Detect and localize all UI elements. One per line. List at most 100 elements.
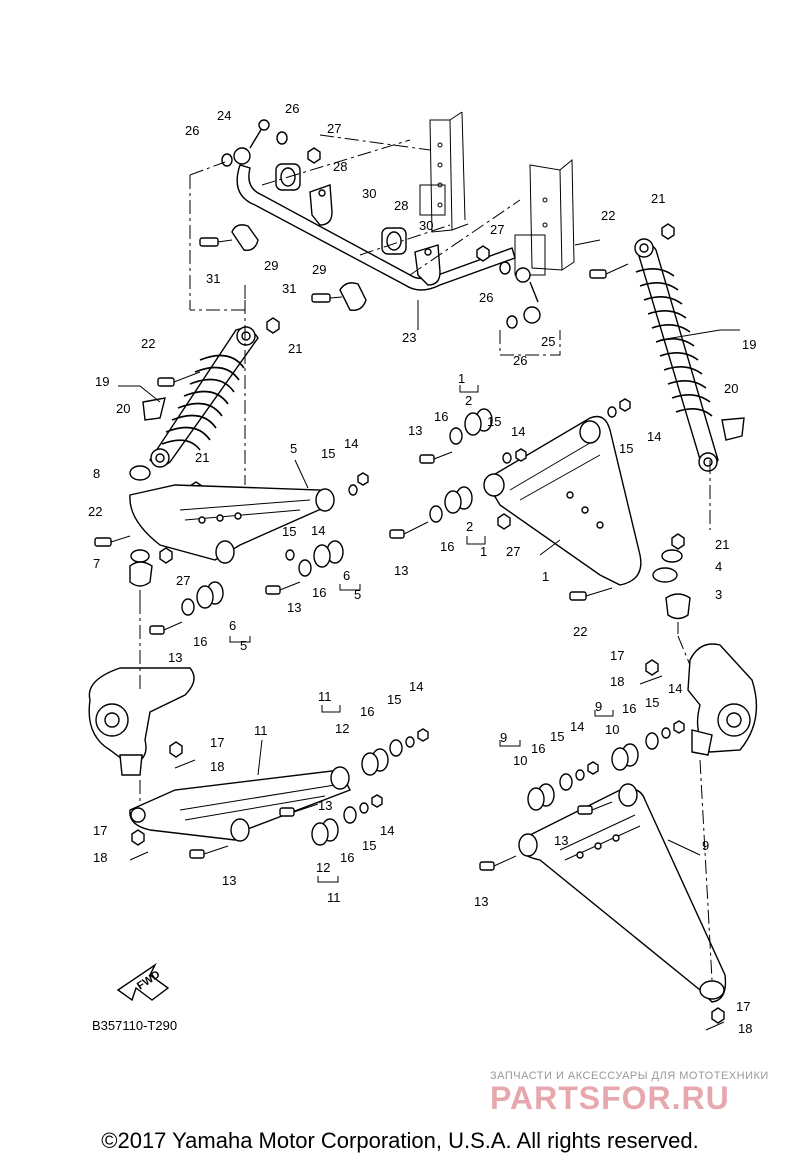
- diagram-code: B357110-T290: [92, 1018, 178, 1033]
- callout-label: 15: [387, 692, 401, 707]
- callout-label: 2: [465, 393, 472, 408]
- callout-label: 27: [176, 573, 190, 588]
- fwd-arrow-icon: FWD: [116, 962, 170, 1002]
- callout-label: 13: [222, 873, 236, 888]
- callout-label: 15: [282, 524, 296, 539]
- callout-label: 17: [210, 735, 224, 750]
- callout-label: 22: [141, 336, 155, 351]
- callout-label: 13: [408, 423, 422, 438]
- callout-label: 15: [487, 414, 501, 429]
- callout-label: 21: [195, 450, 209, 465]
- assembly-lines: [139, 134, 713, 981]
- callout-label: 22: [573, 624, 587, 639]
- callout-label: 16: [622, 701, 636, 716]
- callout-label: 18: [93, 850, 107, 865]
- steering-knuckle-left: [88, 667, 195, 776]
- callout-label: 19: [742, 337, 756, 352]
- callout-label: 26: [513, 353, 527, 368]
- callout-label: 29: [264, 258, 278, 273]
- ball-joint-left: [129, 549, 153, 602]
- callout-label: 6: [229, 618, 236, 633]
- callout-label: 20: [116, 401, 130, 416]
- callout-label: 21: [288, 341, 302, 356]
- lower-arm-left: [129, 766, 351, 842]
- callout-label: 16: [531, 741, 545, 756]
- callout-label: 15: [321, 446, 335, 461]
- callout-label: 18: [210, 759, 224, 774]
- callout-label: 7: [93, 556, 100, 571]
- callout-label: 22: [601, 208, 615, 223]
- callout-label: 8: [93, 466, 100, 481]
- callout-label: 21: [715, 537, 729, 552]
- callout-label: 4: [715, 559, 722, 574]
- callout-label: 14: [647, 429, 661, 444]
- bolt-31-right: [311, 293, 343, 303]
- callout-label: 9: [702, 838, 709, 853]
- callout-label: 14: [380, 823, 394, 838]
- clamp-left: [231, 224, 259, 251]
- clamp-right: [339, 282, 367, 311]
- callout-label: 11: [318, 689, 332, 704]
- callout-leaders: [118, 300, 740, 883]
- bushing-holder-left: [309, 184, 333, 226]
- callout-label: 26: [479, 290, 493, 305]
- callout-numbers: 26 24 26 27 28 30 28 30 27 31 29 29 31 2…: [88, 101, 756, 1036]
- callout-label: 24: [217, 108, 231, 123]
- callout-label: 30: [419, 218, 433, 233]
- callout-label: 17: [610, 648, 624, 663]
- watermark-logo: PARTSFOR.RU: [490, 1080, 730, 1116]
- callout-label: 18: [738, 1021, 752, 1036]
- upper-arm-left: [129, 465, 335, 564]
- shock-absorber-left: [142, 326, 259, 468]
- callout-label: 17: [93, 823, 107, 838]
- steering-knuckle-right: [687, 643, 758, 756]
- callout-label: 17: [736, 999, 750, 1014]
- callout-label: 18: [610, 674, 624, 689]
- callout-label: 14: [511, 424, 525, 439]
- callout-label: 16: [193, 634, 207, 649]
- upper-arm-right-hardware: [389, 398, 631, 539]
- callout-label: 1: [458, 371, 465, 386]
- stabilizer-bar: [236, 164, 516, 291]
- callout-label: 13: [394, 563, 408, 578]
- small-hardware-top: [221, 131, 518, 329]
- callout-label: 27: [490, 222, 504, 237]
- end-link-24: [233, 119, 270, 165]
- callout-label: 26: [185, 123, 199, 138]
- bolt-31-left: [199, 237, 233, 247]
- callout-label: 16: [312, 585, 326, 600]
- callout-label: 28: [394, 198, 408, 213]
- callout-label: 31: [282, 281, 296, 296]
- callout-label: 13: [168, 650, 182, 665]
- callout-label: 28: [333, 159, 347, 174]
- callout-label: 19: [95, 374, 109, 389]
- callout-label: 13: [554, 833, 568, 848]
- callout-label: 16: [440, 539, 454, 554]
- callout-label: 14: [409, 679, 423, 694]
- callout-label: 25: [541, 334, 555, 349]
- frame-bracket-right: [514, 158, 601, 276]
- callout-label: 11: [327, 890, 341, 905]
- callout-label: 15: [619, 441, 633, 456]
- callout-label: 9: [500, 730, 507, 745]
- callout-label: 14: [570, 719, 584, 734]
- callout-label: 23: [402, 330, 416, 345]
- callout-label: 1: [480, 544, 487, 559]
- callout-label: 30: [362, 186, 376, 201]
- callout-label: 15: [362, 838, 376, 853]
- lower-arm-left-hardware: [129, 728, 429, 861]
- callout-label: 16: [434, 409, 448, 424]
- callout-label: 22: [88, 504, 102, 519]
- callout-label: 13: [287, 600, 301, 615]
- lower-arm-right-hardware: [479, 659, 725, 1031]
- callout-label: 15: [550, 729, 564, 744]
- callout-label: 5: [240, 638, 247, 653]
- callout-label: 10: [605, 722, 619, 737]
- bushing-holder-right: [414, 244, 441, 286]
- callout-label: 16: [360, 704, 374, 719]
- watermark-tagline: ЗАПЧАСТИ И АКСЕССУАРЫ ДЛЯ МОТОТЕХНИКИ: [490, 1070, 769, 1082]
- frame-bracket-left: [419, 111, 469, 233]
- shock-absorber-right: [634, 238, 745, 472]
- callout-label: 1: [542, 569, 549, 584]
